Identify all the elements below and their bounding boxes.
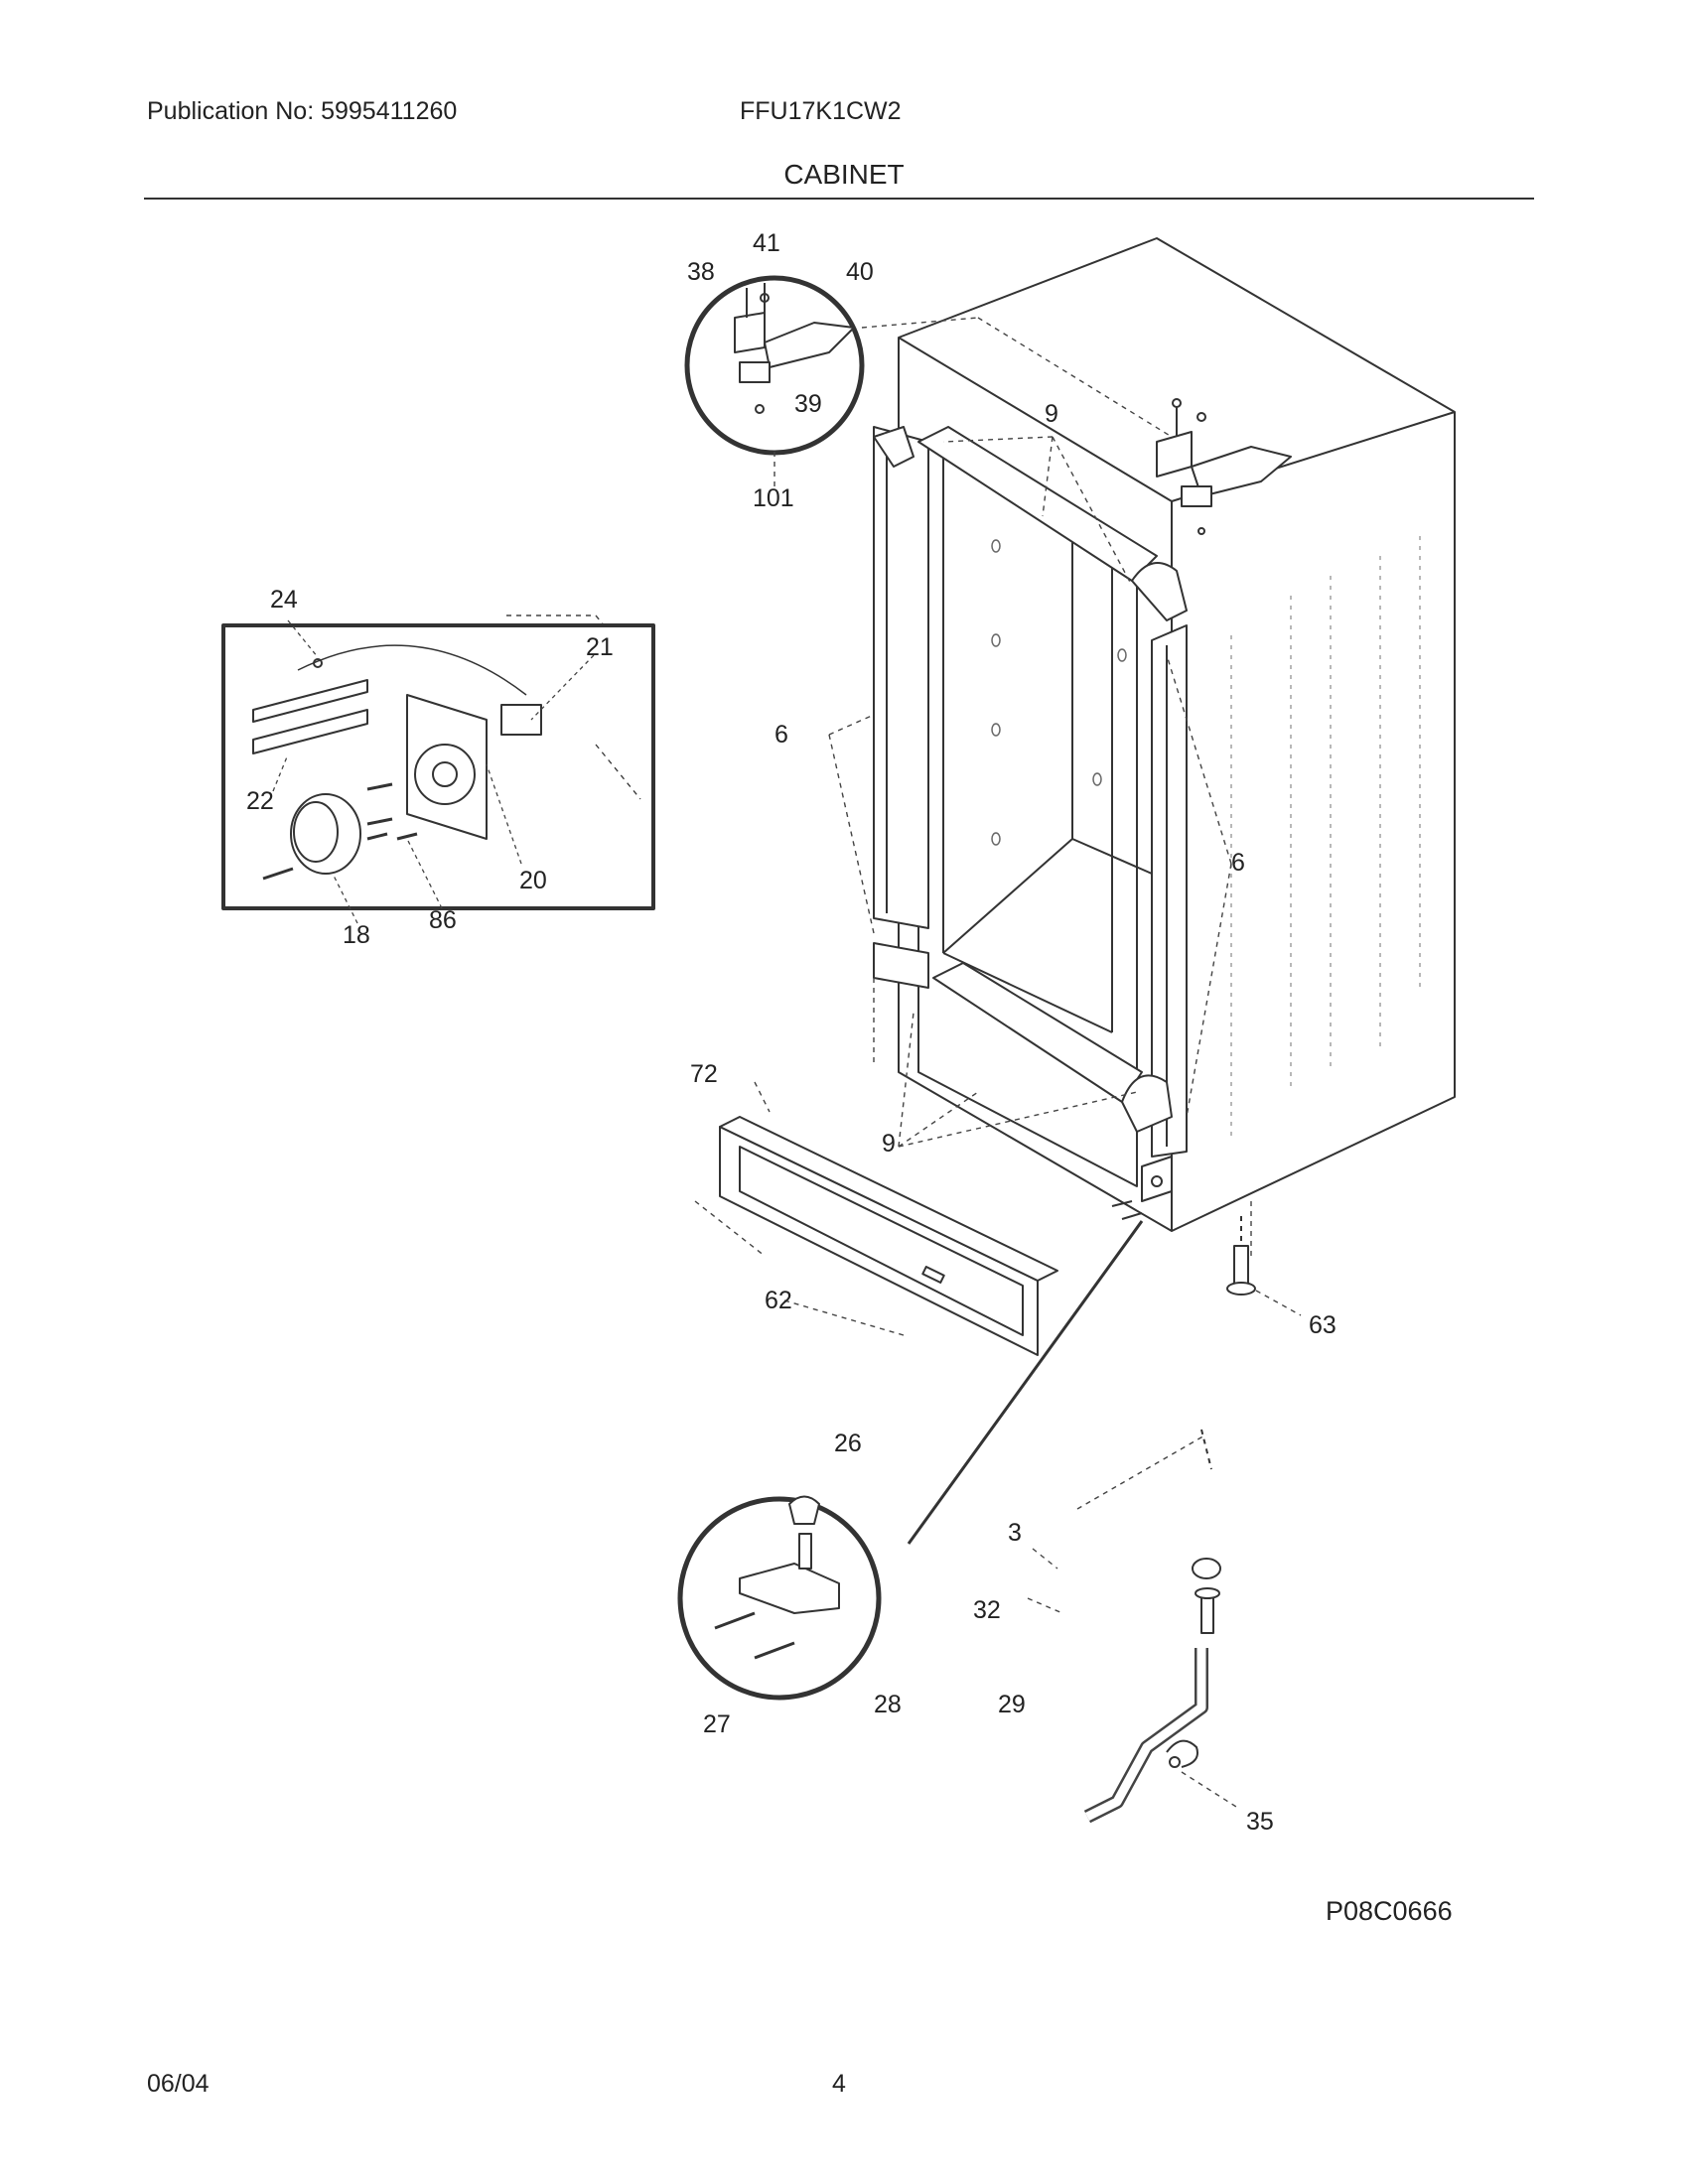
- bottom-hinge-detail: [677, 1495, 882, 1701]
- callout-21: 21: [586, 633, 614, 661]
- callout-22: 22: [246, 787, 274, 815]
- page-number: 4: [832, 2070, 846, 2098]
- callout-62: 62: [765, 1287, 792, 1314]
- callout-9-top: 9: [1045, 400, 1058, 428]
- callout-29: 29: [998, 1691, 1026, 1718]
- callout-6-left: 6: [774, 721, 788, 749]
- callout-86: 86: [429, 906, 457, 934]
- callout-20: 20: [519, 867, 547, 894]
- hose-clip: [1166, 1739, 1198, 1768]
- callout-35: 35: [1246, 1808, 1274, 1836]
- callout-63: 63: [1309, 1311, 1336, 1339]
- top-hinge-detail: [684, 275, 865, 456]
- control-inset: [221, 623, 655, 910]
- callout-27: 27: [703, 1710, 731, 1738]
- drain-hose: [1083, 1648, 1208, 1824]
- leveling-leg: [1226, 1216, 1256, 1296]
- callout-72: 72: [690, 1060, 718, 1088]
- callout-18: 18: [343, 921, 370, 949]
- callout-9-bottom: 9: [882, 1130, 896, 1158]
- callout-26: 26: [834, 1430, 862, 1457]
- callout-39: 39: [794, 390, 822, 418]
- callout-24: 24: [270, 586, 298, 614]
- drain-tube: [1195, 1587, 1220, 1634]
- breaker-strip-right: [1151, 624, 1188, 1158]
- top-hinge-cabinet: [1156, 398, 1292, 535]
- diagram-code: P08C0666: [1326, 1896, 1453, 1926]
- callout-3: 3: [1008, 1519, 1022, 1547]
- callout-38: 38: [687, 258, 715, 286]
- drain-plug: [1192, 1429, 1221, 1579]
- footer-date: 06/04: [147, 2070, 210, 2098]
- callout-32: 32: [973, 1596, 1001, 1624]
- header-divider: [144, 198, 1534, 200]
- bottom-hinge-cabinet: [1111, 1156, 1173, 1220]
- callout-41: 41: [753, 229, 780, 257]
- breaker-strip-bottom: [873, 942, 1173, 1133]
- kickplate: [719, 1116, 1058, 1356]
- model-number: FFU17K1CW2: [740, 97, 902, 125]
- breaker-strip-left: [873, 426, 929, 929]
- section-title: CABINET: [783, 159, 905, 190]
- callout-6-right: 6: [1231, 849, 1245, 877]
- callout-101: 101: [753, 484, 794, 512]
- callout-28: 28: [874, 1691, 902, 1718]
- breaker-strip-top: [873, 426, 1188, 621]
- callout-40: 40: [846, 258, 874, 286]
- publication-number: Publication No: 5995411260: [147, 97, 458, 125]
